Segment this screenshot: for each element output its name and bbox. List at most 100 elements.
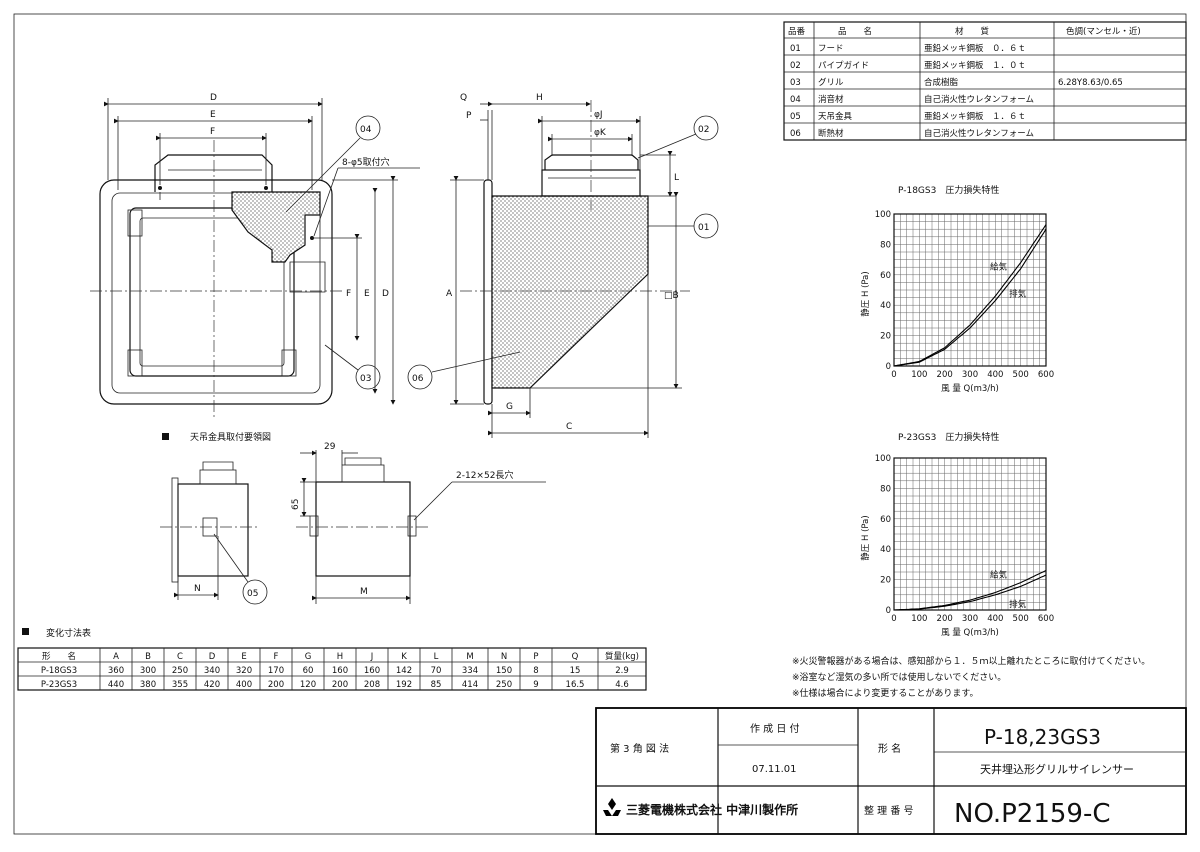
side-dim-H: H (536, 93, 543, 103)
callout-05: 05 (247, 589, 258, 599)
plot-frame (893, 213, 1047, 367)
dim-cell-1-16: 4.6 (615, 680, 629, 690)
date-label: 作 成 日 付 (750, 722, 800, 735)
company-logo-icon (603, 798, 621, 816)
note-2: ※浴室など湿気の多い所では使用しないでください。 (792, 671, 1006, 683)
parts-cell-2-1: グリル (818, 77, 844, 88)
parts-cell-2-2: 合成樹脂 (924, 77, 959, 88)
dim-cell-0-3: 250 (172, 666, 188, 676)
series-label-0: 給気 (990, 261, 1008, 272)
dim-header-2: B (145, 652, 151, 662)
y-tick-label: 0 (886, 362, 891, 372)
y-tick-label: 60 (880, 271, 891, 281)
side-dim-Q: Q (460, 93, 467, 103)
series-line-1 (893, 228, 1047, 367)
parts-cell-0-2: 亜鉛メッキ鋼板 ０．６ｔ (924, 43, 1026, 54)
dim-cell-1-7: 120 (300, 680, 316, 690)
dim-cell-1-12: 414 (462, 680, 478, 690)
dim-cell-1-6: 200 (268, 680, 284, 690)
dim-cell-1-4: 420 (204, 680, 220, 690)
series-label-1: 排気 (1009, 288, 1027, 299)
drawing-number: NO.P2159-C (954, 799, 1111, 829)
dim-header-8: H (337, 652, 343, 662)
side-dim-A: A (446, 289, 453, 299)
dim-cell-1-8: 200 (332, 680, 348, 690)
front-dim-E: E (210, 110, 216, 120)
x-tick-label: 500 (1013, 370, 1029, 380)
slot-note: 2-12×52長穴 (456, 469, 513, 481)
product-name: 天井埋込形グリルサイレンサー (980, 762, 1134, 776)
plot-frame (893, 457, 1047, 611)
y-tick-label: 80 (880, 484, 891, 494)
model-label: 形 名 (878, 742, 901, 755)
dim-header-12: M (466, 652, 473, 662)
x-tick-label: 400 (987, 614, 1003, 624)
dim-cell-0-11: 70 (431, 666, 442, 676)
front-dim-F: F (210, 127, 215, 137)
projection-label: 第 3 角 図 法 (610, 742, 669, 755)
dim-header-13: N (501, 652, 507, 662)
side-dim-G: G (506, 402, 513, 412)
parts-cell-5-2: 自己消火性ウレタンフォーム (924, 128, 1034, 139)
dim-header-16: 質量(kg) (605, 651, 639, 662)
chart-title: P-18GS3 圧力損失特性 (898, 184, 999, 196)
x-tick-label: 300 (962, 370, 978, 380)
parts-header-no: 品番 (788, 26, 806, 37)
y-axis-label: 静圧 H (Pa) (860, 271, 871, 316)
side-dim-C: C (566, 422, 572, 432)
dim-cell-0-8: 160 (332, 666, 348, 676)
parts-cell-4-2: 亜鉛メッキ鋼板 １．６ｔ (924, 111, 1026, 122)
y-tick-label: 40 (880, 301, 891, 311)
y-tick-label: 80 (880, 240, 891, 250)
dim-header-9: J (370, 652, 374, 662)
hanger-dim-29: 29 (324, 442, 336, 452)
note-3: ※仕様は場合により変更することがあります。 (792, 687, 978, 699)
date-value: 07.11.01 (752, 764, 797, 775)
hanger-view: 天吊金具取付要領図 N 05 29 65 2-12×52長穴 (160, 431, 546, 605)
y-tick-label: 20 (880, 576, 891, 586)
dim-header-15: Q (572, 652, 579, 662)
front-view: D E F F E D 8-φ5取付穴 04 03 (90, 93, 420, 418)
x-tick-label: 600 (1038, 614, 1054, 624)
dim-cell-1-2: 380 (140, 680, 156, 690)
dim-cell-0-14: 8 (533, 666, 538, 676)
dim-cell-1-0: P-23GS3 (41, 680, 77, 690)
front-dim-D-vert: D (382, 289, 389, 299)
x-tick-label: 500 (1013, 614, 1029, 624)
dim-cell-0-5: 320 (236, 666, 252, 676)
side-view: Q P H φJ φK L □B A G C (407, 93, 719, 438)
note-1: ※火災警報器がある場合は、感知部から１．５ｍ以上離れたところに取付けてください。 (792, 655, 1150, 667)
callout-06: 06 (412, 374, 424, 384)
dim-header-14: P (533, 652, 538, 662)
y-tick-label: 0 (886, 606, 891, 616)
dim-cell-0-7: 60 (303, 666, 314, 676)
dim-cell-0-2: 300 (140, 666, 156, 676)
number-label: 整 理 番 号 (864, 804, 914, 817)
front-dim-E-vert: E (364, 289, 370, 299)
x-axis-label: 風 量 Q(m3/h) (941, 384, 999, 394)
y-tick-label: 100 (875, 210, 891, 220)
dim-cell-1-15: 16.5 (566, 680, 585, 690)
y-tick-label: 40 (880, 545, 891, 555)
dim-cell-1-10: 192 (396, 680, 412, 690)
series-label-1: 排気 (1009, 599, 1027, 610)
hole-note: 8-φ5取付穴 (342, 156, 390, 168)
x-tick-label: 200 (937, 614, 953, 624)
dim-header-10: K (401, 652, 407, 662)
parts-cell-1-2: 亜鉛メッキ鋼板 １．０ｔ (924, 60, 1026, 71)
dim-cell-1-14: 9 (533, 680, 538, 690)
parts-cell-2-3: 6.28Y8.63/0.65 (1058, 78, 1123, 88)
dim-header-7: G (305, 652, 312, 662)
dim-header-3: C (177, 652, 183, 662)
dim-header-4: D (209, 652, 216, 662)
hanger-dim-N: N (194, 584, 201, 594)
model-value: P-18,23GS3 (984, 725, 1101, 749)
company-name: 三菱電機株式会社 中津川製作所 (626, 802, 798, 817)
dim-cell-1-13: 250 (496, 680, 512, 690)
hanger-dim-65: 65 (291, 499, 301, 510)
parts-cell-0-1: フード (818, 44, 844, 54)
